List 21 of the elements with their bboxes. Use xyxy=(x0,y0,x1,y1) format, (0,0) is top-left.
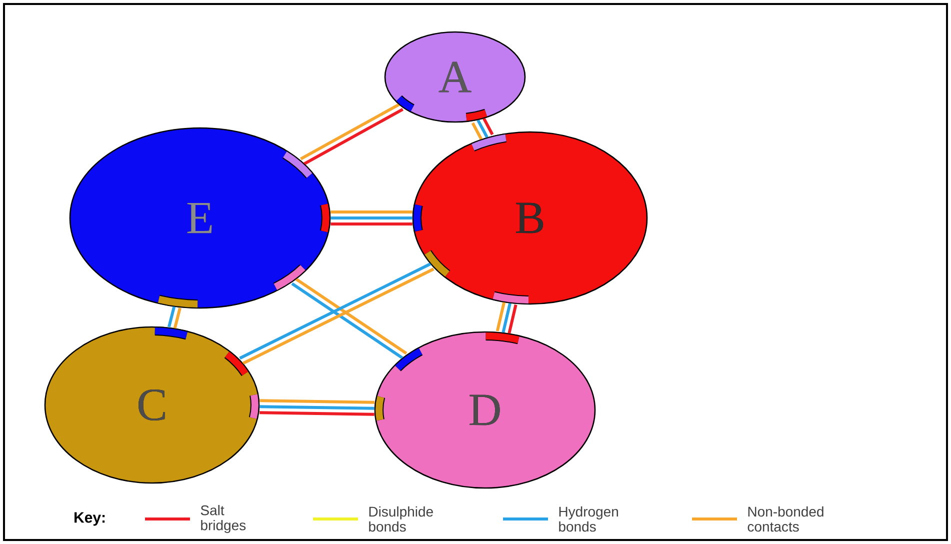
legend-label: Salt bridges xyxy=(200,504,246,534)
interaction-line xyxy=(302,108,404,166)
legend-label: Disulphide bonds xyxy=(369,506,433,532)
key-label: Key: xyxy=(74,512,105,526)
interaction-line xyxy=(476,119,488,138)
interaction-line xyxy=(260,405,374,410)
interaction-line xyxy=(471,122,484,141)
interaction-line xyxy=(330,216,412,220)
interaction-line xyxy=(496,302,506,332)
interaction-line xyxy=(502,303,512,333)
interaction-line xyxy=(300,102,401,160)
interaction-line xyxy=(330,210,412,214)
interaction-line xyxy=(508,304,518,334)
interaction-line xyxy=(330,222,412,226)
interaction-line xyxy=(260,399,374,404)
interaction-line xyxy=(167,306,176,328)
interaction-line xyxy=(260,411,374,416)
legend-label: Non-bonded contacts xyxy=(748,506,824,532)
legend-label: Hydrogen bonds xyxy=(559,506,618,532)
interaction-line xyxy=(173,308,182,329)
interaction-line xyxy=(482,116,494,136)
